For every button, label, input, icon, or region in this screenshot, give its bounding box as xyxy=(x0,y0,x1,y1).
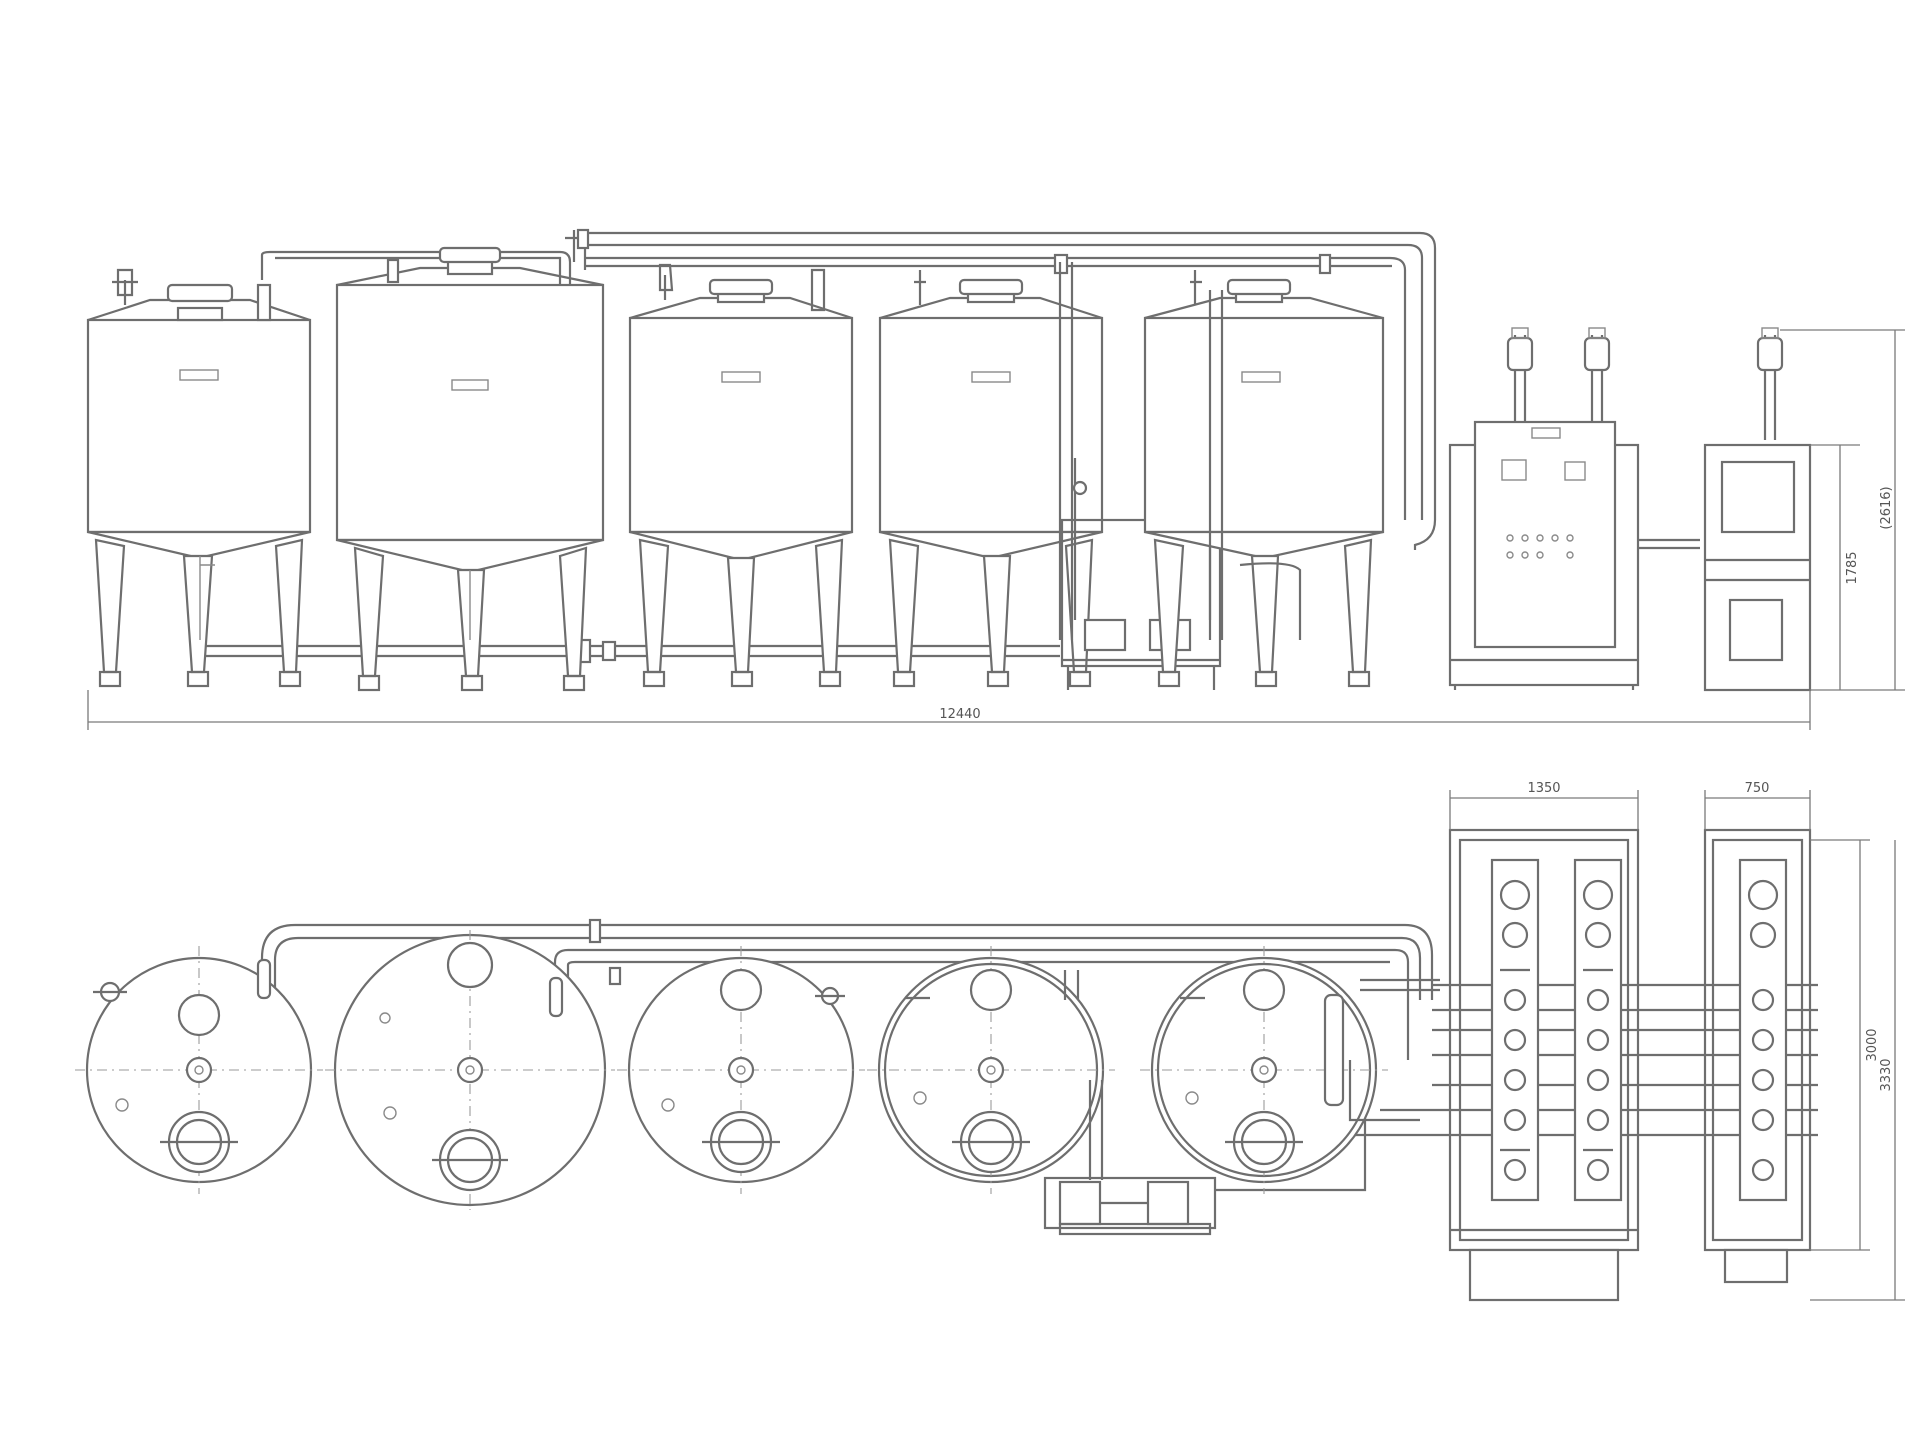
dimension-overall-length: 12440 xyxy=(87,690,1811,730)
elevation-view: 12440 1785 (2616) xyxy=(86,228,1905,730)
tank-2-plan xyxy=(325,930,615,1210)
dosing-pump-1 xyxy=(1506,327,1534,422)
pump-skid-plan xyxy=(1043,1080,1367,1236)
tank-5-plan xyxy=(1140,946,1420,1194)
dim-plan-depth-outer: 3330 xyxy=(1879,1058,1894,1091)
dimension-plan-depth: 3000 3330 xyxy=(1810,839,1905,1301)
tank-2-elevation xyxy=(335,246,605,692)
cip-control-unit-elevation xyxy=(1448,327,1700,690)
cip-unit-plan xyxy=(1448,828,1640,1302)
dim-plan-depth-inner: 3000 xyxy=(1865,1028,1880,1061)
tank-1-elevation xyxy=(86,268,312,688)
dim-small-unit-width: 750 xyxy=(1745,781,1770,796)
dim-height-unit: 1785 xyxy=(1845,551,1860,584)
tank-1-plan xyxy=(75,946,323,1194)
bottom-return-pipe xyxy=(200,638,1060,664)
dimension-heights: 1785 (2616) xyxy=(1780,329,1905,691)
plan-header-pipes xyxy=(260,918,1440,1060)
plan-view: 1350 750 3000 3330 xyxy=(75,781,1905,1302)
control-buttons xyxy=(1506,534,1574,559)
upper-header-pipe xyxy=(565,228,1437,550)
dim-cip-unit-width: 1350 xyxy=(1527,781,1560,796)
dim-height-total: (2616) xyxy=(1879,486,1894,529)
small-unit-elevation xyxy=(1703,327,1812,692)
cip-column-right xyxy=(1573,858,1623,1202)
tank-5-elevation xyxy=(1143,270,1385,688)
dosing-pump-3 xyxy=(1756,327,1784,440)
tank-4-plan xyxy=(867,946,1115,1194)
small-unit-plan xyxy=(1703,828,1812,1284)
dimension-small-width: 750 xyxy=(1704,781,1811,830)
cip-column-left xyxy=(1490,858,1540,1202)
dosing-pump-2 xyxy=(1583,327,1611,422)
dim-overall-length: 12440 xyxy=(939,707,980,722)
dimension-cip-width: 1350 xyxy=(1449,781,1639,830)
tank-3-elevation xyxy=(628,263,854,688)
tank-4-elevation xyxy=(878,262,1104,688)
tank-3-plan xyxy=(617,946,865,1194)
